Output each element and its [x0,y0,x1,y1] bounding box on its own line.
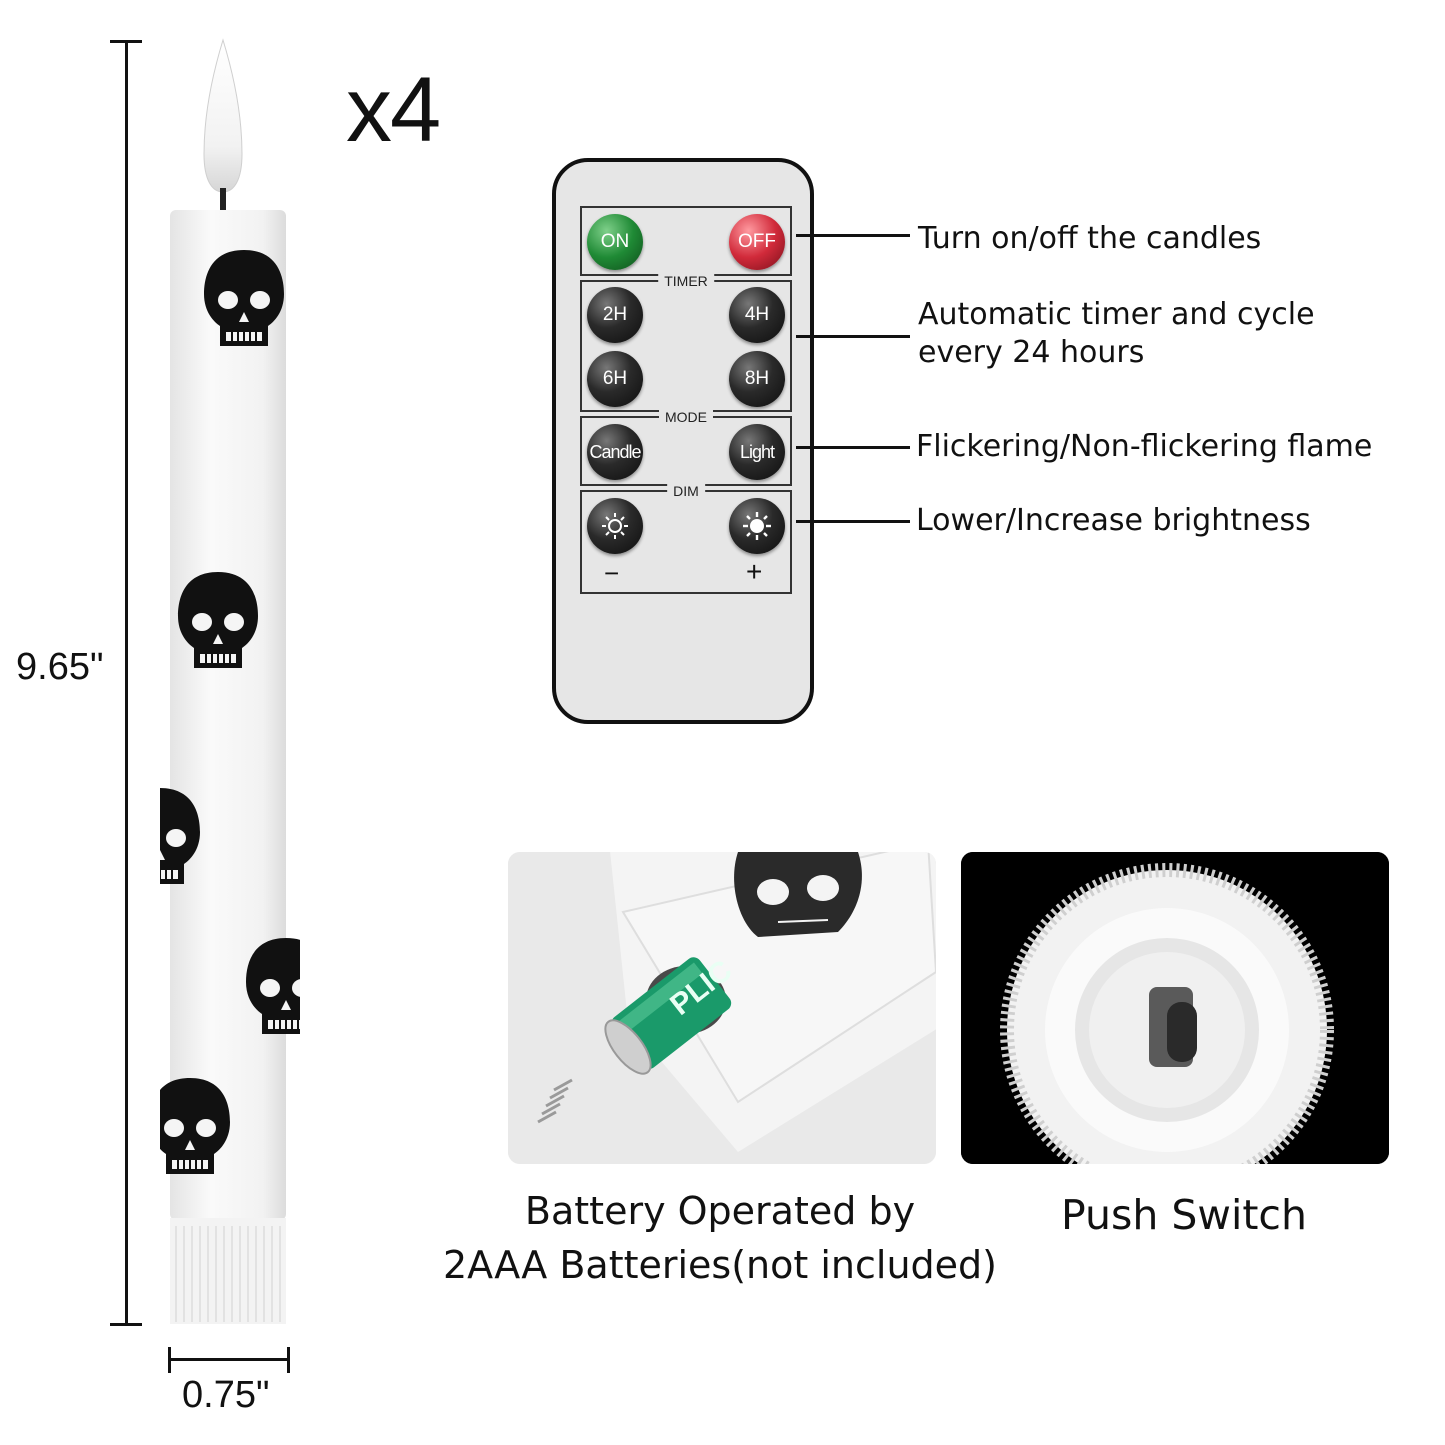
light-mode-button[interactable]: Light [729,424,785,480]
timer-panel: TIMER 2H 4H 6H 8H [580,272,792,412]
timer-callout-line2: every 24 hours [918,335,1145,370]
dim-up-button[interactable] [729,498,785,554]
timer-8h-button[interactable]: 8H [729,351,785,407]
dim-minus-label: − [604,558,620,588]
mode-callout-line [796,446,910,449]
dim-callout: Lower/Increase brightness [916,503,1311,538]
height-label: 9.65" [16,644,104,691]
mode-panel: MODE Candle Light [580,408,792,486]
battery-caption-line1: Battery Operated by [524,1189,916,1233]
timer-callout-line [796,335,910,338]
dim-label: DIM [667,482,705,500]
push-switch-caption: Push Switch [1061,1191,1307,1239]
dim-plus-label: + [746,556,763,587]
dim-panel: DIM − [580,482,792,594]
brightness-low-icon [602,513,628,539]
power-callout: Turn on/off the candles [918,221,1262,256]
timer-6h-button[interactable]: 6H [587,351,643,407]
power-panel: ON OFF [580,206,792,276]
timer-label: TIMER [658,272,714,290]
skull-taper-candle-image [160,38,300,1324]
power-callout-line [796,234,910,237]
dim-callout-line [796,520,910,523]
battery-caption-line2: 2AAA Batteries(not included) [442,1243,997,1287]
candle-mode-button[interactable]: Candle [587,424,643,480]
dim-down-button[interactable] [587,498,643,554]
battery-compartment-photo: PLIC [508,852,936,1164]
timer-4h-button[interactable]: 4H [729,287,785,343]
remote-control: ON OFF TIMER 2H 4H 6H 8H MODE Candle Lig… [552,158,814,724]
mode-label: MODE [659,408,713,426]
brightness-high-icon [743,512,771,540]
off-button[interactable]: OFF [729,214,785,270]
on-button[interactable]: ON [587,214,643,270]
timer-callout-line1: Automatic timer and cycle [918,297,1315,332]
quantity-label: x4 [346,59,441,161]
mode-callout: Flickering/Non-flickering flame [916,429,1373,464]
timer-2h-button[interactable]: 2H [587,287,643,343]
width-label: 0.75" [182,1374,270,1416]
push-switch-photo [961,852,1389,1164]
